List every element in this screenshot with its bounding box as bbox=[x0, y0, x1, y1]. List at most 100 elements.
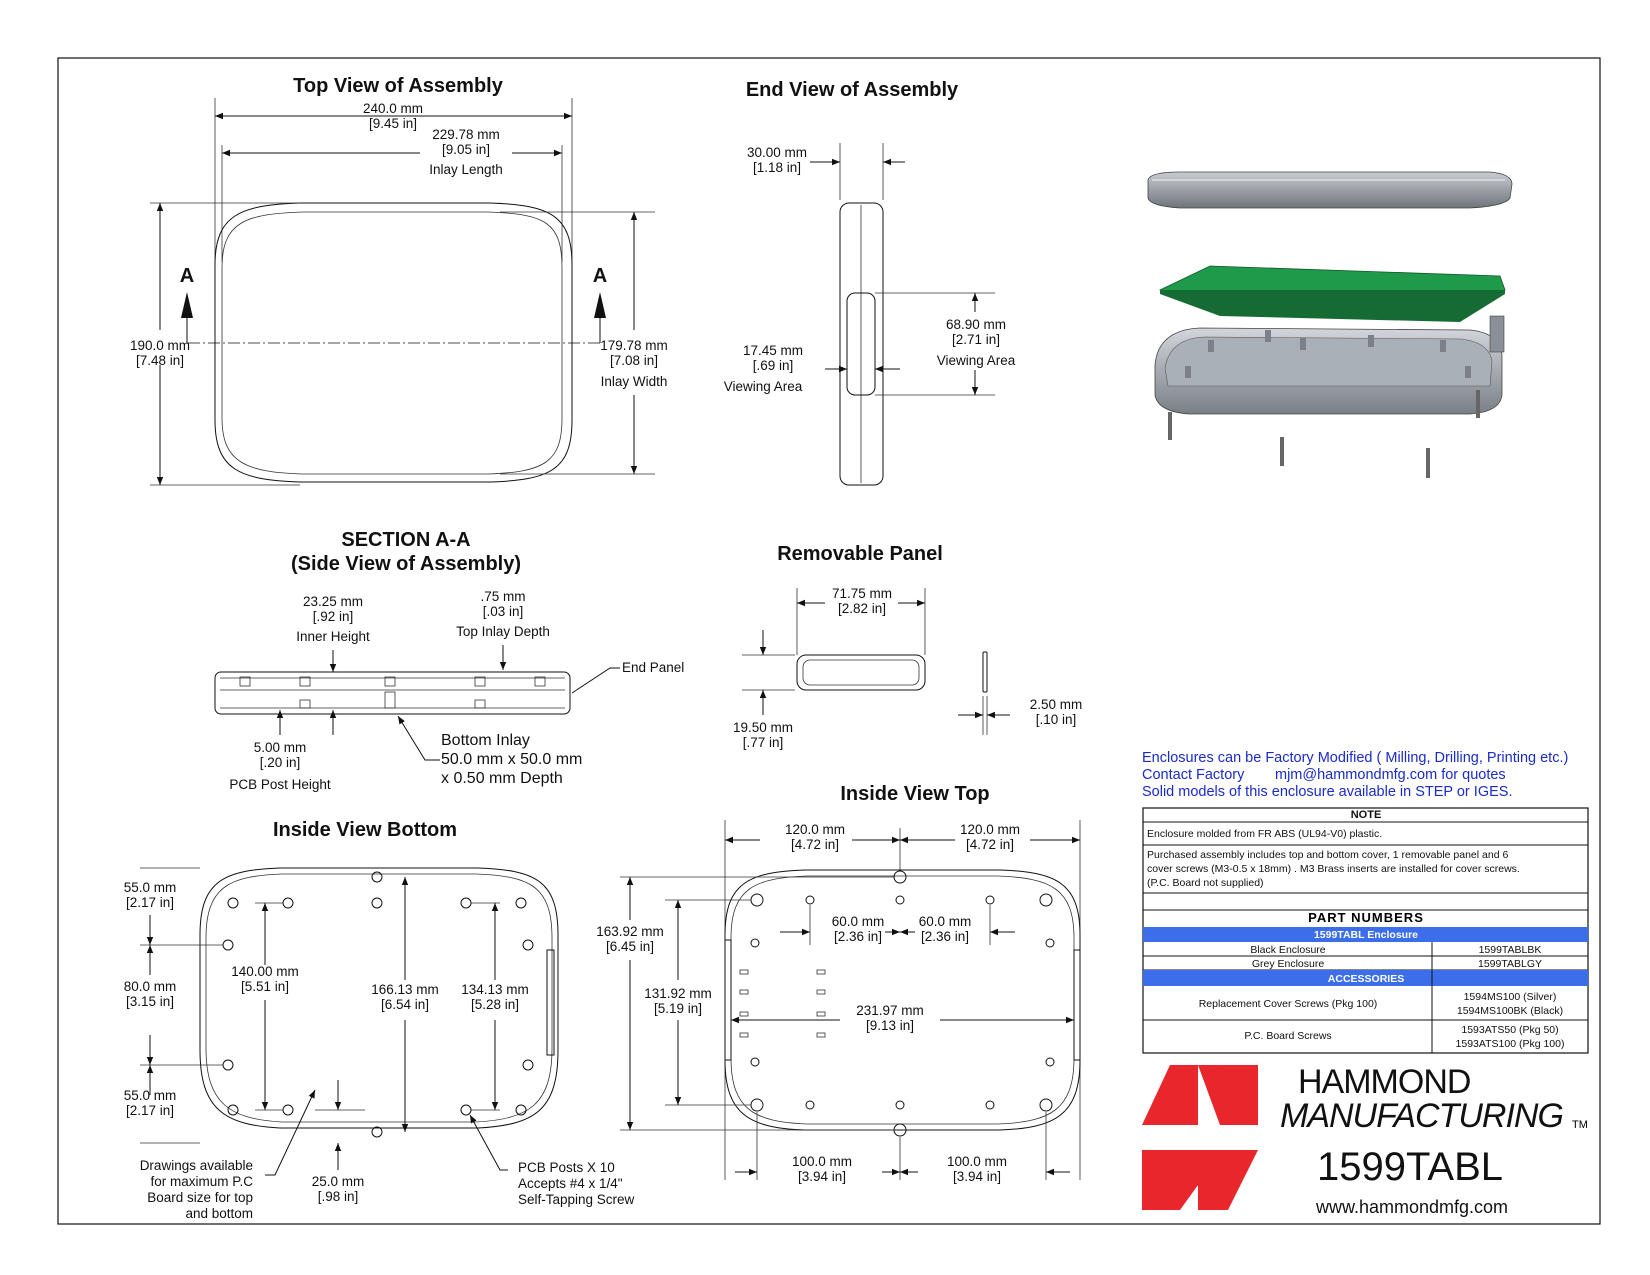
notes-header: NOTE bbox=[1351, 809, 1382, 821]
acc-row-2-part-1: 1593ATS50 (Pkg 50) bbox=[1461, 1024, 1558, 1036]
panel-title: Removable Panel bbox=[777, 543, 943, 565]
notes-table: NOTE Enclosure molded from FR ABS (UL94-… bbox=[1142, 807, 1589, 1054]
model-number: 1599TABL bbox=[1317, 1145, 1503, 1189]
inside-bottom-note-1: Drawings available bbox=[140, 1158, 253, 1173]
sheet-border bbox=[57, 57, 1601, 1225]
inside-bottom-d4-in: [5.51 in] bbox=[241, 979, 289, 994]
inside-top-d7: 231.97 mm bbox=[856, 1003, 924, 1018]
inside-bottom-d4: 140.00 mm bbox=[231, 964, 299, 979]
end-view-height-caption: Viewing Area bbox=[937, 353, 1016, 368]
note-1: Enclosure molded from FR ABS (UL94-V0) p… bbox=[1147, 828, 1382, 840]
end-view-depth: 17.45 mm bbox=[743, 343, 803, 358]
top-overall-length-in: [9.45 in] bbox=[369, 116, 417, 131]
accessories-header: ACCESSORIES bbox=[1328, 973, 1404, 985]
end-thickness: 30.00 mm bbox=[747, 145, 807, 160]
brand-block: HAMMOND MANUFACTURING TM 1599TABL www.ha… bbox=[1142, 1063, 1588, 1217]
panel-height: 19.50 mm bbox=[733, 720, 793, 735]
note-2-line-2: cover screws (M3-0.5 x 18mm) . M3 Brass … bbox=[1147, 863, 1520, 875]
panel-height-in: [.77 in] bbox=[743, 735, 784, 750]
inside-top-d2-in: [4.72 in] bbox=[966, 837, 1014, 852]
section-post-height: 5.00 mm bbox=[254, 740, 307, 755]
section-view: SECTION A-A (Side View of Assembly) 23.2… bbox=[214, 529, 684, 792]
section-inlay-depth-in: [.03 in] bbox=[483, 604, 524, 619]
inside-top-d4: 60.0 mm bbox=[919, 914, 972, 929]
brand-name-2: MANUFACTURING bbox=[1280, 1097, 1563, 1135]
panel-width-in: [2.82 in] bbox=[838, 601, 886, 616]
info-line-3: Solid models of this enclosure available… bbox=[1142, 784, 1512, 800]
top-overall-width-in: [7.48 in] bbox=[136, 353, 184, 368]
inside-top-d1-in: [4.72 in] bbox=[791, 837, 839, 852]
inside-top-d8-in: [3.94 in] bbox=[798, 1169, 846, 1184]
inside-top-d9-in: [3.94 in] bbox=[953, 1169, 1001, 1184]
inside-bottom-posts-2: Accepts #4 x 1/4" bbox=[518, 1176, 623, 1191]
inside-bottom-posts-3: Self-Tapping Screw bbox=[518, 1192, 635, 1207]
part-row-1-number: 1599TABLBK bbox=[1479, 944, 1542, 956]
acc-row-1-part-1: 1594MS100 (Silver) bbox=[1464, 991, 1557, 1003]
section-bottom-inlay-3: x 0.50 mm Depth bbox=[441, 770, 563, 787]
end-view-height-in: [2.71 in] bbox=[952, 332, 1000, 347]
section-post-height-caption: PCB Post Height bbox=[229, 777, 331, 792]
section-title-1: SECTION A-A bbox=[341, 529, 470, 551]
parts-enclosure-header: 1599TABL Enclosure bbox=[1314, 929, 1418, 941]
inside-top-d9: 100.0 mm bbox=[947, 1154, 1007, 1169]
inside-bottom-d5: 166.13 mm bbox=[371, 982, 439, 997]
top-view-title: Top View of Assembly bbox=[293, 75, 504, 97]
inside-top-d1: 120.0 mm bbox=[785, 822, 845, 837]
top-inlay-width: 179.78 mm bbox=[600, 338, 668, 353]
section-inlay-depth-caption: Top Inlay Depth bbox=[456, 624, 550, 639]
section-inner-height-caption: Inner Height bbox=[296, 629, 370, 644]
end-view-height: 68.90 mm bbox=[946, 317, 1006, 332]
hammond-logo bbox=[1142, 1065, 1258, 1210]
end-thickness-in: [1.18 in] bbox=[753, 160, 801, 175]
top-overall-length: 240.0 mm bbox=[363, 101, 423, 116]
info-line-1: Enclosures can be Factory Modified ( Mil… bbox=[1142, 750, 1568, 766]
brand-name-1: HAMMOND bbox=[1298, 1063, 1470, 1101]
top-inlay-length-caption: Inlay Length bbox=[429, 162, 503, 177]
inside-bottom-d5-in: [6.54 in] bbox=[381, 997, 429, 1012]
inside-bottom-view: Inside View Bottom 55.0 mm [2.17 in] 80.… bbox=[124, 819, 635, 1221]
section-end-panel: End Panel bbox=[622, 660, 684, 675]
inside-top-d6: 131.92 mm bbox=[644, 986, 712, 1001]
info-block: Enclosures can be Factory Modified ( Mil… bbox=[1142, 750, 1568, 800]
inside-top-title: Inside View Top bbox=[840, 783, 989, 805]
panel-width: 71.75 mm bbox=[832, 586, 892, 601]
inside-bottom-d6: 134.13 mm bbox=[461, 982, 529, 997]
inside-top-d3-in: [2.36 in] bbox=[834, 929, 882, 944]
end-view-depth-caption: Viewing Area bbox=[724, 379, 803, 394]
website-link[interactable]: www.hammondmfg.com bbox=[1315, 1197, 1508, 1217]
inside-bottom-d3-in: [2.17 in] bbox=[126, 1103, 174, 1118]
inside-bottom-d2: 80.0 mm bbox=[124, 979, 177, 994]
section-post-height-in: [.20 in] bbox=[260, 755, 301, 770]
info-line-2-email[interactable]: mjm@hammondmfg.com for quotes bbox=[1275, 767, 1506, 783]
inside-bottom-note-3: Board size for top bbox=[147, 1190, 253, 1205]
exploded-3d-view bbox=[1147, 171, 1513, 478]
inside-top-d3: 60.0 mm bbox=[832, 914, 885, 929]
note-2-line-3: (P.C. Board not supplied) bbox=[1147, 877, 1264, 889]
acc-row-1-part-2: 1594MS100BK (Black) bbox=[1457, 1005, 1563, 1017]
inside-top-view: Inside View Top 120.0 mm [4.72 in] 120.0… bbox=[596, 783, 1081, 1184]
top-inlay-length: 229.78 mm bbox=[432, 127, 500, 142]
inside-bottom-d1: 55.0 mm bbox=[124, 880, 177, 895]
top-inlay-length-in: [9.05 in] bbox=[442, 142, 490, 157]
section-inlay-depth: .75 mm bbox=[480, 589, 525, 604]
acc-row-1-desc: Replacement Cover Screws (Pkg 100) bbox=[1199, 998, 1378, 1010]
inside-top-d2: 120.0 mm bbox=[960, 822, 1020, 837]
section-marker-left: A bbox=[180, 265, 194, 287]
inside-top-d5-in: [6.45 in] bbox=[606, 939, 654, 954]
inside-top-d8: 100.0 mm bbox=[792, 1154, 852, 1169]
inside-bottom-d6-in: [5.28 in] bbox=[471, 997, 519, 1012]
inside-bottom-note-2: for maximum P.C bbox=[150, 1174, 253, 1189]
inside-top-d7-in: [9.13 in] bbox=[866, 1018, 914, 1033]
end-view: End View of Assembly 30.00 mm [1.18 in] … bbox=[724, 79, 1016, 486]
panel-thickness-in: [.10 in] bbox=[1036, 712, 1077, 727]
inside-bottom-d7-in: [.98 in] bbox=[318, 1189, 359, 1204]
inside-bottom-d2-in: [3.15 in] bbox=[126, 994, 174, 1009]
inside-bottom-d7: 25.0 mm bbox=[312, 1174, 365, 1189]
top-overall-width: 190.0 mm bbox=[130, 338, 190, 353]
acc-row-2-part-2: 1593ATS100 (Pkg 100) bbox=[1456, 1038, 1565, 1050]
part-row-2-number: 1599TABLGY bbox=[1478, 958, 1542, 970]
section-title-2: (Side View of Assembly) bbox=[291, 553, 521, 575]
section-marker-right: A bbox=[593, 265, 607, 287]
inside-bottom-d3: 55.0 mm bbox=[124, 1088, 177, 1103]
